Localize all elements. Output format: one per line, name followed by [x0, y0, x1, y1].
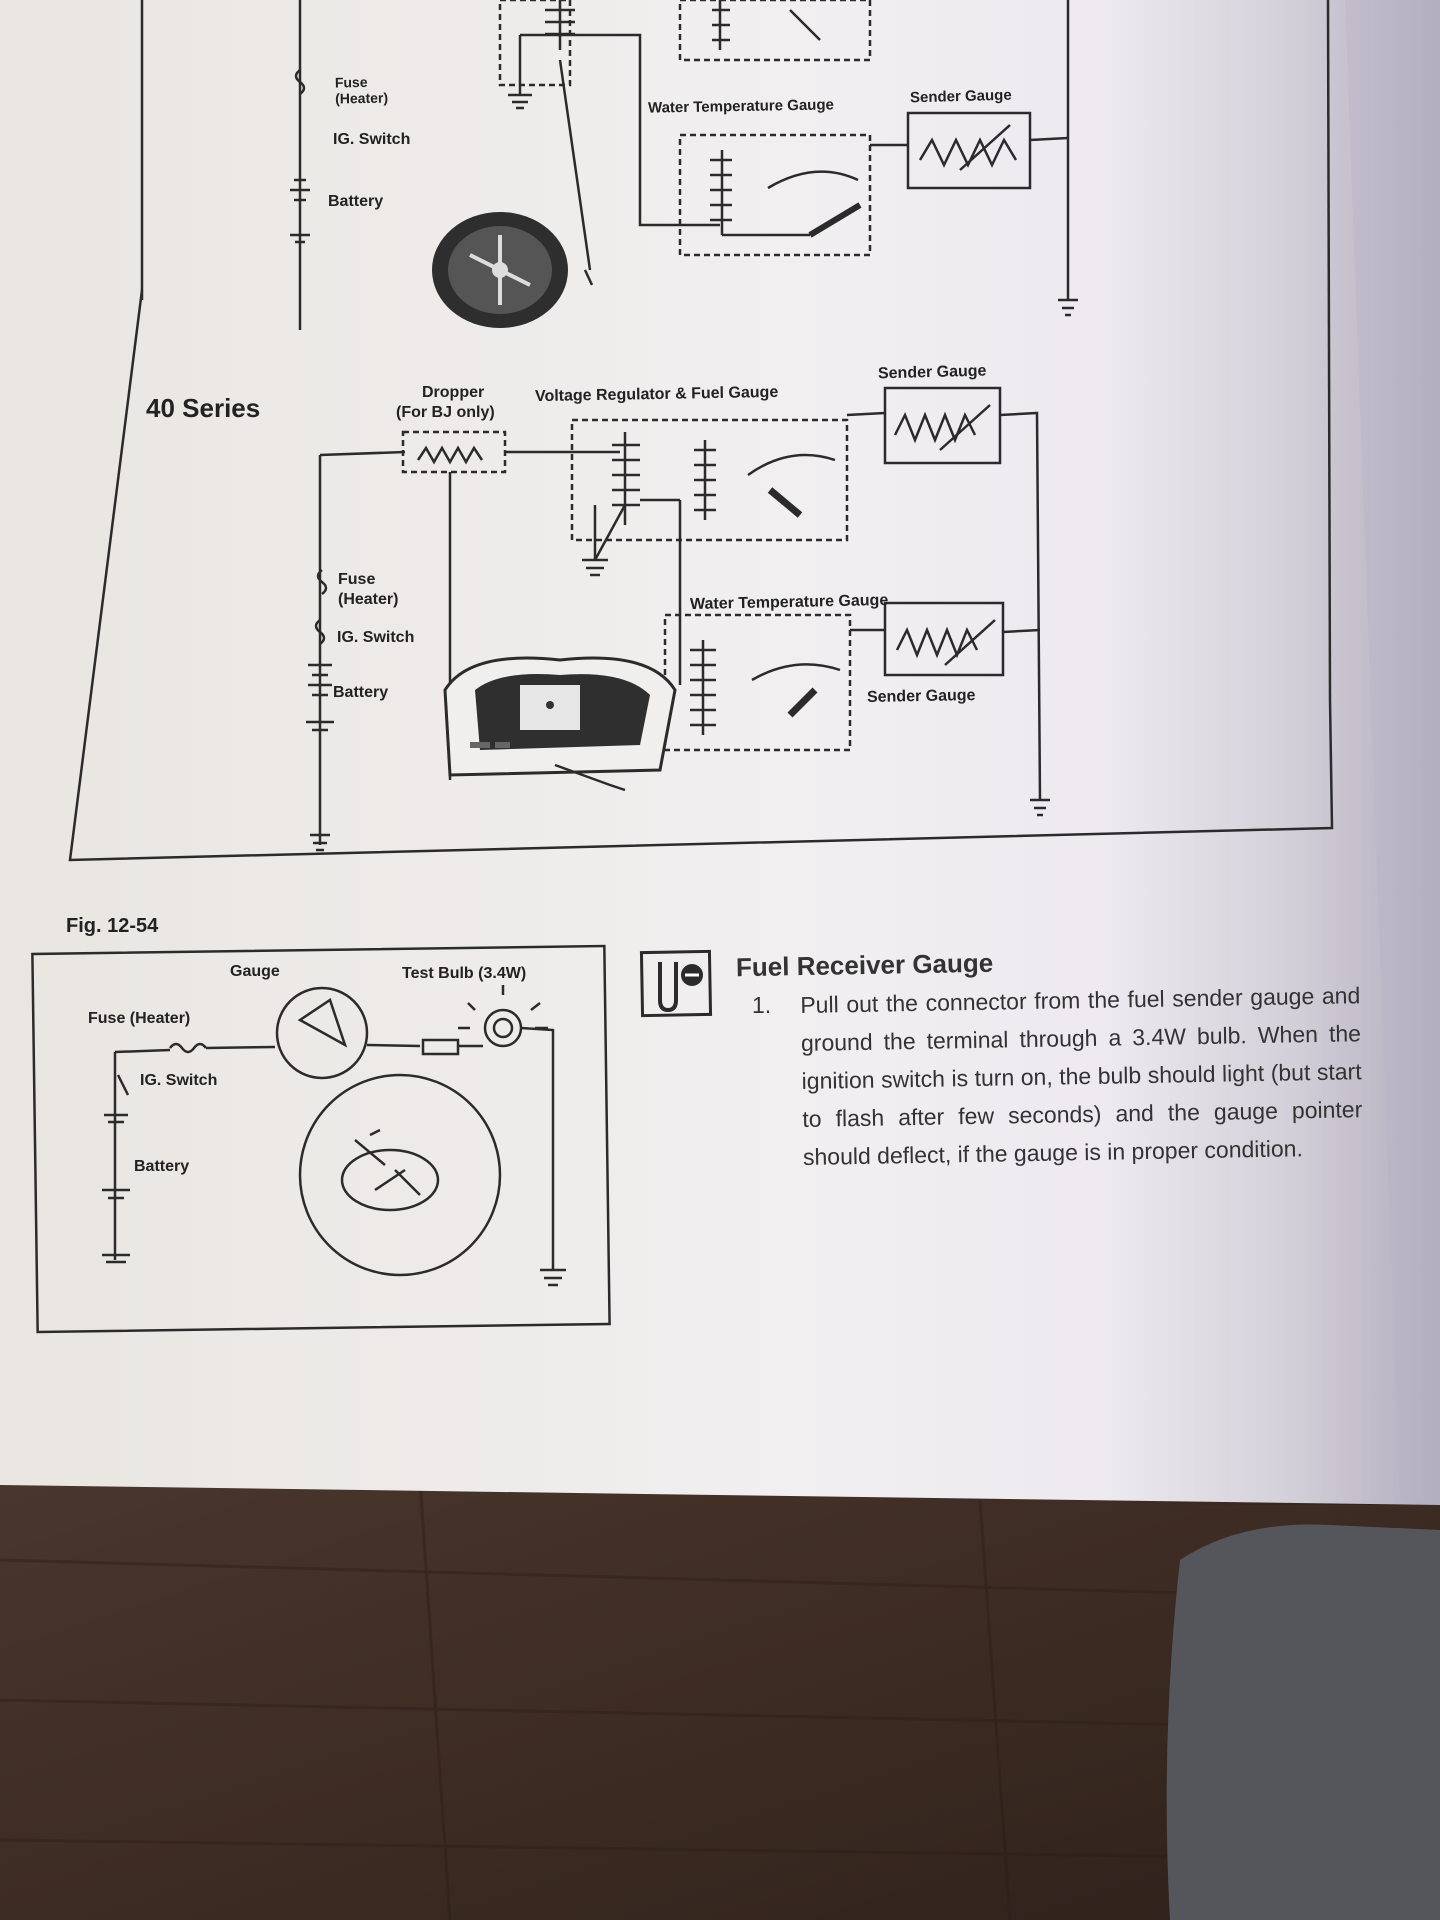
fig-fuse-heater-label: Fuse (Heater)	[88, 1010, 191, 1027]
upper-ig-switch-label: IG. Switch	[333, 131, 411, 148]
sender-gauge-bottom-label: Sender Gauge	[866, 687, 976, 706]
dropper-label: Dropper	[422, 384, 485, 401]
fig12-54-diagram	[31, 944, 611, 1334]
fig-battery-label: Battery	[134, 1158, 190, 1175]
upper-diagram	[140, 0, 1332, 701]
fig-ig-switch-label: IG. Switch	[140, 1072, 218, 1089]
series40-diagram	[68, 289, 1334, 862]
dropper-note-label: (For BJ only)	[396, 404, 495, 421]
fig-gauge-label: Gauge	[230, 963, 280, 980]
series40-ig-switch-label: IG. Switch	[337, 629, 415, 646]
gauge-inspection-icon	[639, 949, 713, 1018]
upper-meter-cluster	[432, 212, 568, 328]
grey-cloth	[1166, 1524, 1440, 1920]
sender-gauge-top-label: Sender Gauge	[877, 362, 987, 383]
page-shadow	[1100, 0, 1440, 1505]
fig-test-bulb-label: Test Bulb (3.4W)	[402, 965, 527, 982]
upper-sender-gauge-label: Sender Gauge	[909, 86, 1012, 107]
instructions-step-text: Pull out the connector from the fuel sen…	[800, 982, 1363, 1170]
instructions-step-number: 1.	[752, 992, 772, 1018]
series40-fuse-heater-label: Fuse (Heater)	[338, 571, 399, 608]
series40-battery-label: Battery	[333, 684, 389, 701]
upper-battery-label: Battery	[328, 193, 384, 210]
upper-fuse-heater-label: Fuse (Heater)	[334, 73, 389, 107]
upper-water-temp-gauge-label: Water Temperature Gauge	[647, 96, 835, 117]
series40-meter-cluster	[443, 656, 677, 792]
paper-sheet	[0, 0, 1440, 1505]
series-title: 40 Series	[146, 393, 261, 423]
figure-caption: Fig. 12-54	[66, 915, 159, 937]
instructions-heading: Fuel Receiver Gauge	[735, 947, 994, 983]
